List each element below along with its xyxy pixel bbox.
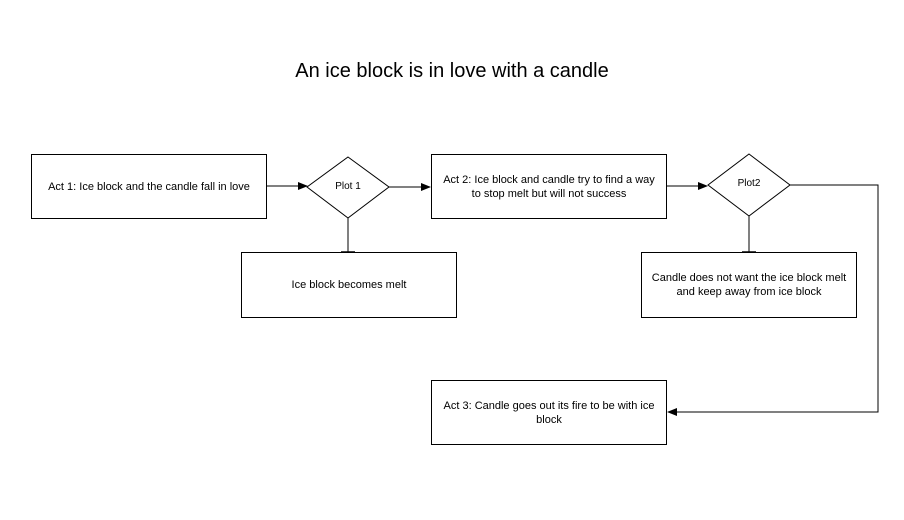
plot1-diamond xyxy=(306,156,390,219)
candle-away-label: Candle does not want the ice block melt … xyxy=(651,272,847,298)
ice-melt-box: Ice block becomes melt xyxy=(241,252,457,318)
candle-away-box: Candle does not want the ice block melt … xyxy=(641,252,857,318)
diagram-title: An ice block is in love with a candle xyxy=(295,60,609,82)
act2-label: Act 2: Ice block and candle try to find … xyxy=(443,173,655,200)
act1-box: Act 1: Ice block and the candle fall in … xyxy=(31,154,267,219)
act3-box: Act 3: Candle goes out its fire to be wi… xyxy=(431,380,667,445)
ice-melt-label: Ice block becomes melt xyxy=(291,279,407,291)
act1-label: Act 1: Ice block and the candle fall in … xyxy=(48,180,250,193)
act2-box: Act 2: Ice block and candle try to find … xyxy=(431,154,667,219)
plot1-label: Plot 1 xyxy=(335,181,361,192)
edge-plot2-act3 xyxy=(667,184,879,416)
act3-label: Act 3: Candle goes out its fire to be wi… xyxy=(443,399,655,426)
plot2-diamond xyxy=(707,153,791,217)
plot2-label: Plot2 xyxy=(737,178,761,189)
